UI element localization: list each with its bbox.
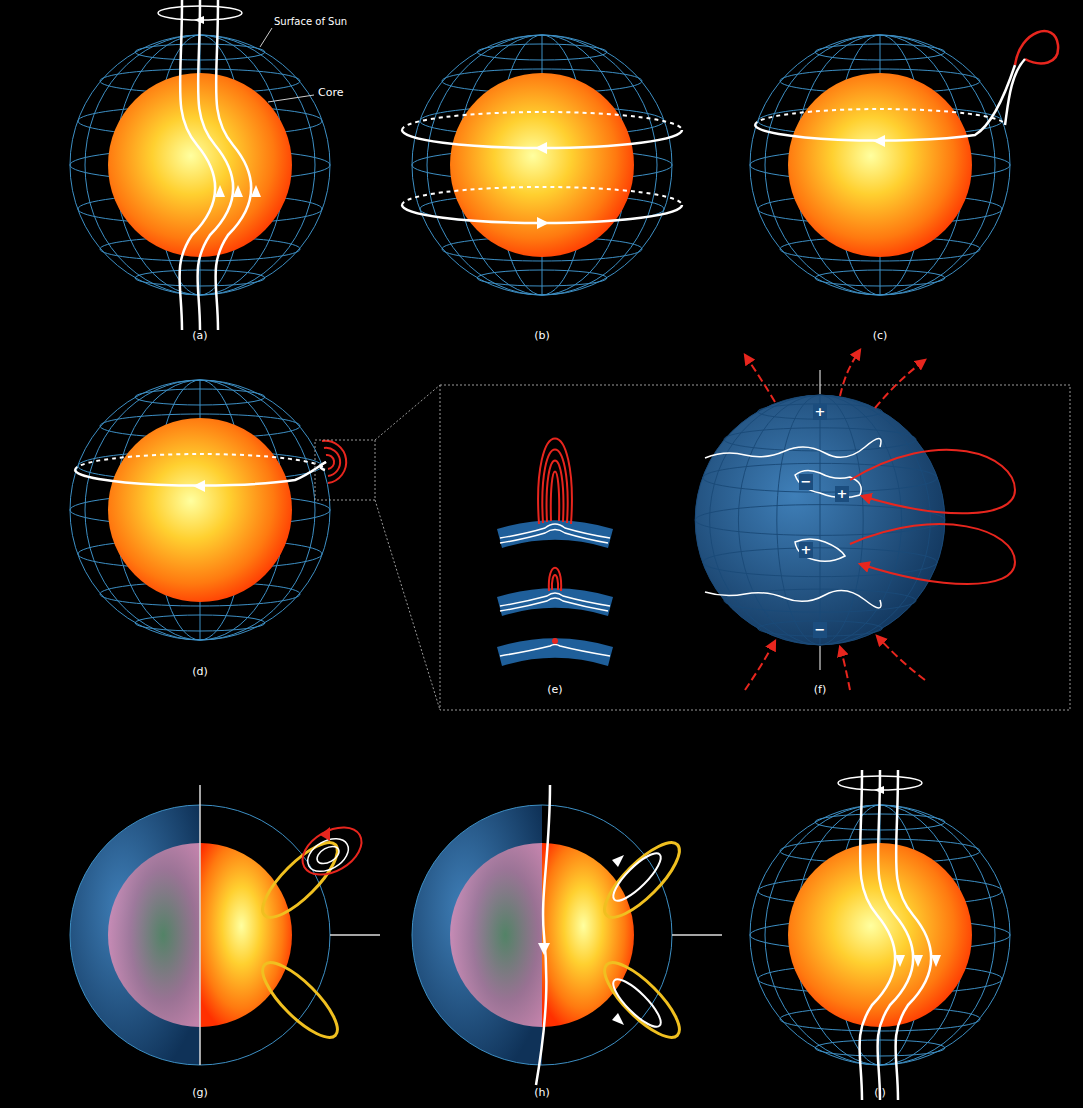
panel-letter: (d) — [192, 665, 208, 678]
sun-toroidal — [402, 35, 682, 295]
panel-letter: (i) — [874, 1086, 886, 1099]
panel-letter: (e) — [547, 683, 562, 696]
polarity-sign: + — [813, 404, 828, 420]
panel-letter: (a) — [192, 329, 207, 342]
panel-letter: (h) — [534, 1086, 550, 1099]
part-label: Surface of Sun — [274, 16, 347, 28]
sun-section-circulation — [70, 785, 380, 1065]
sun-surface-field — [695, 350, 1015, 690]
surface-sections — [497, 439, 613, 667]
polarity-sign: + — [799, 542, 814, 558]
panel-letter: (c) — [873, 329, 888, 342]
sun-poloidal — [70, 0, 330, 330]
polarity-sign: − — [799, 474, 814, 490]
sun-rising-loop — [750, 31, 1058, 295]
sun-emerging-flux — [70, 380, 346, 640]
zoom-frame — [315, 385, 1070, 710]
panel-letter: (f) — [814, 683, 826, 696]
sun-section-reversal — [412, 785, 722, 1085]
part-label: Core — [318, 86, 343, 99]
sun-poloidal-reversed — [750, 770, 1010, 1100]
panel-letter: (b) — [534, 329, 550, 342]
panel-letter: (g) — [192, 1086, 208, 1099]
polarity-sign: − — [813, 622, 828, 638]
polarity-sign: + — [835, 486, 850, 502]
